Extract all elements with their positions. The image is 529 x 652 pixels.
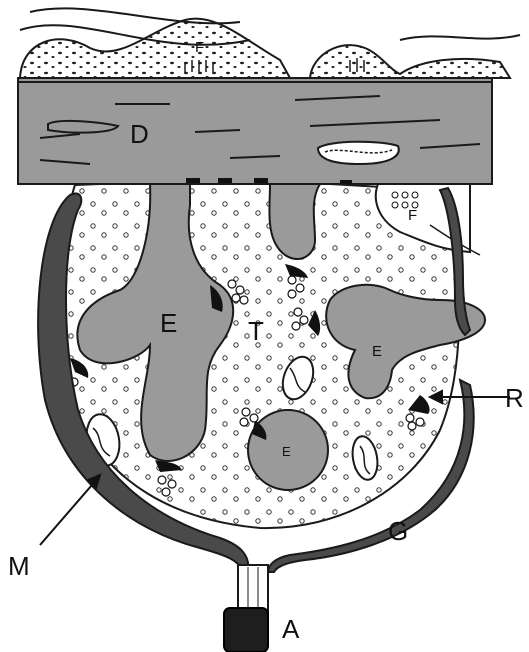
label-E-left: E xyxy=(160,308,177,338)
label-M: M xyxy=(8,551,30,581)
label-D: D xyxy=(130,119,149,149)
dendrite-D xyxy=(18,78,492,187)
top-right-curve xyxy=(400,35,520,40)
label-G: G xyxy=(388,516,408,546)
top-left-cell xyxy=(20,19,290,78)
dendrite-mitochondrion xyxy=(318,142,399,164)
label-F-top: F xyxy=(195,39,204,56)
axon-A xyxy=(224,565,268,652)
label-R: R xyxy=(505,383,524,413)
spine-middle xyxy=(269,184,320,259)
label-E-right: E xyxy=(372,343,382,360)
label-T: T xyxy=(248,316,264,346)
label-E-bottom: E xyxy=(282,444,291,459)
top-cells xyxy=(20,8,520,78)
label-F-right: F xyxy=(408,207,417,224)
arrow-M xyxy=(40,478,98,545)
label-A: A xyxy=(282,614,300,644)
top-right-cell xyxy=(310,45,510,78)
